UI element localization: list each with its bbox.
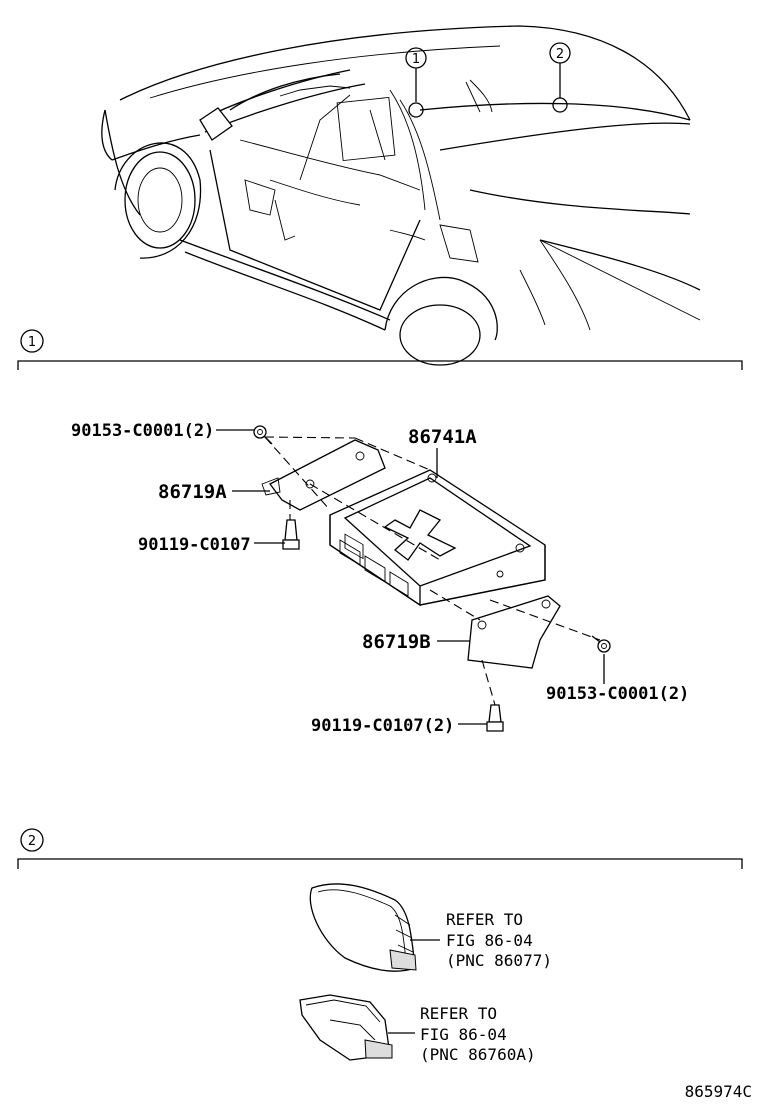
leader-lines — [216, 429, 605, 725]
callout-2-marker: 2 — [549, 42, 571, 113]
ref-2-line-1: REFER TO — [420, 1004, 497, 1023]
callout-1-number: 1 — [412, 52, 420, 67]
part-label-bolt-right: 90153-C0001(2) — [546, 684, 689, 704]
bolt-top-left — [253, 425, 273, 445]
amplifier-unit — [329, 469, 546, 607]
reference-note-2: REFER TO FIG 86-04 (PNC 86760A) — [420, 1004, 536, 1064]
ref-2-line-3: (PNC 86760A) — [420, 1045, 536, 1064]
bolt-right — [591, 635, 611, 653]
section-2-number: 2 — [28, 834, 36, 849]
callout-1-marker: 1 — [405, 47, 427, 118]
section-2-header: 2 — [17, 828, 743, 869]
car-illustration — [101, 25, 701, 366]
part-label-screw-bottom: 90119-C0107(2) — [311, 716, 454, 736]
figure-id: 865974C — [685, 1082, 752, 1101]
part-label-screw-left: 90119-C0107 — [138, 535, 251, 555]
callout-2-number: 2 — [556, 47, 564, 62]
antenna-base — [299, 994, 393, 1061]
screw-bottom — [486, 704, 504, 732]
part-label-bracket-a: 86719A — [158, 481, 227, 503]
ref-1-line-1: REFER TO — [446, 910, 523, 929]
ref-1-line-2: FIG 86-04 — [446, 931, 533, 950]
ref-2-line-2: FIG 86-04 — [420, 1025, 507, 1044]
part-label-amplifier: 86741A — [408, 426, 477, 448]
assembly-lines — [264, 436, 601, 706]
part-label-bracket-b: 86719B — [362, 631, 431, 653]
section-1-number: 1 — [28, 335, 36, 350]
ref-1-line-3: (PNC 86077) — [446, 951, 552, 970]
screw-left — [282, 519, 300, 550]
part-label-bolt-top-left: 90153-C0001(2) — [71, 421, 214, 441]
section-1-header: 1 — [17, 329, 743, 370]
reference-note-1: REFER TO FIG 86-04 (PNC 86077) — [446, 910, 552, 970]
bracket-86719b — [467, 595, 561, 669]
shark-fin-antenna — [309, 883, 417, 972]
